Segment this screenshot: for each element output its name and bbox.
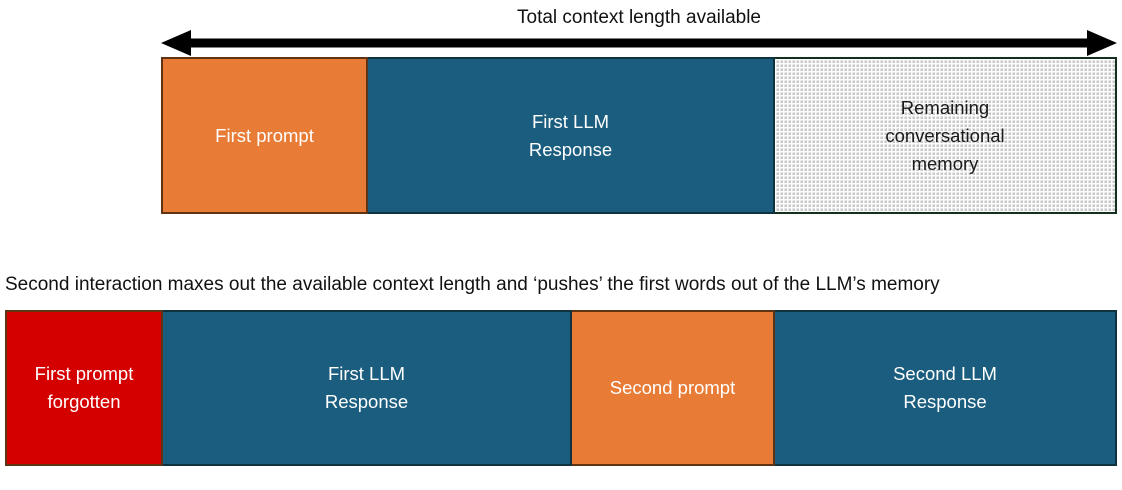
segment-first-prompt-forgotten-label: First prompt forgotten: [34, 363, 134, 412]
context-length-title-text: Total context length available: [517, 7, 761, 28]
segment-second-prompt[interactable]: Second prompt: [572, 310, 775, 466]
segment-remaining-conversational-memory-label: Remaining conversational memory: [885, 96, 1005, 174]
arrow-svg: [161, 30, 1117, 56]
segment-second-prompt-label: Second prompt: [609, 377, 736, 398]
context-bar-second-interaction: First prompt forgotten First LLM Respons…: [5, 310, 1117, 466]
segment-first-llm-response-second-row-label: First LLM Response: [324, 363, 409, 412]
segment-first-llm-response-second-row[interactable]: First LLM Response: [163, 310, 572, 466]
segment-first-llm-response-label: First LLM Response: [528, 110, 613, 160]
double-headed-horizontal-arrow-icon: [161, 30, 1117, 56]
second-interaction-caption: Second interaction maxes out the availab…: [5, 274, 940, 295]
segment-second-llm-response[interactable]: Second LLM Response: [775, 310, 1117, 466]
page-title: Total context length available: [161, 6, 1117, 30]
segment-first-prompt-label: First prompt: [215, 124, 314, 146]
segment-first-prompt-forgotten[interactable]: First prompt forgotten: [5, 310, 163, 466]
segment-first-prompt[interactable]: First prompt: [161, 57, 368, 214]
segment-second-llm-response-label: Second LLM Response: [893, 363, 997, 412]
context-bar-first-interaction: First prompt First LLM Response Remainin…: [161, 57, 1117, 214]
segment-remaining-conversational-memory[interactable]: Remaining conversational memory: [775, 57, 1117, 214]
segment-first-llm-response[interactable]: First LLM Response: [368, 57, 775, 214]
